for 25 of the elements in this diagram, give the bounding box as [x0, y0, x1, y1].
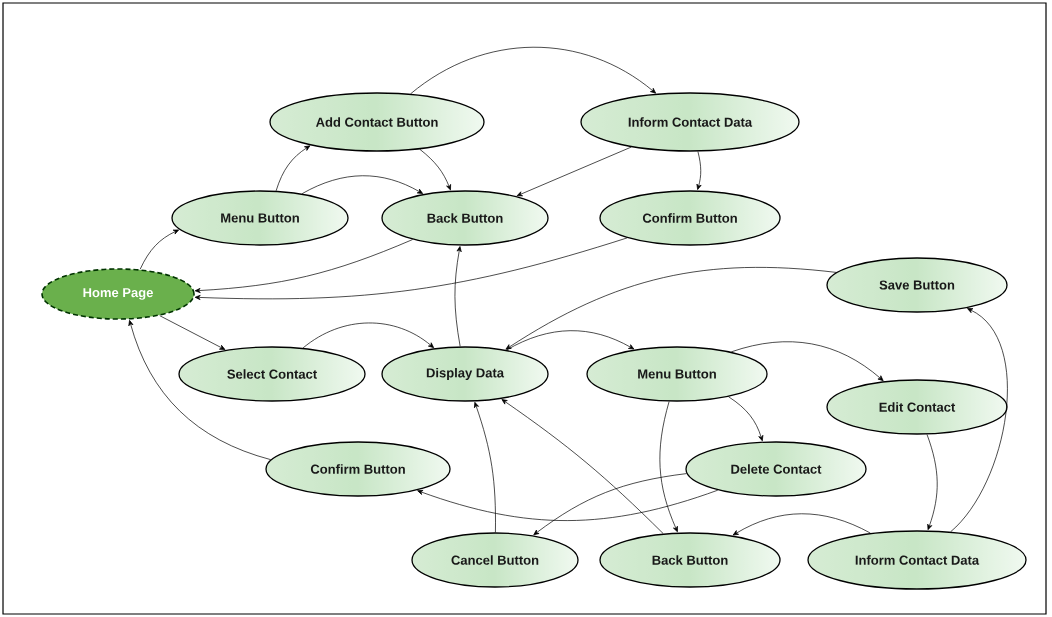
- arrow: [501, 399, 664, 534]
- arrow: [419, 148, 451, 191]
- arrow: [417, 489, 719, 521]
- arrow: [139, 229, 179, 270]
- arrow: [696, 151, 702, 190]
- arrow: [474, 401, 496, 533]
- arrow: [410, 46, 657, 95]
- arrow: [728, 396, 764, 442]
- arrow: [731, 341, 884, 382]
- arrow: [732, 513, 871, 536]
- arrow: [301, 175, 424, 194]
- arrow: [926, 434, 938, 530]
- arrow: [506, 330, 635, 351]
- arrow: [194, 239, 413, 294]
- arrow: [659, 401, 678, 533]
- arrow: [194, 237, 628, 300]
- arrow: [533, 473, 687, 536]
- arrow: [275, 145, 311, 192]
- arrow: [302, 322, 435, 349]
- arrow: [159, 315, 226, 350]
- arrow: [454, 246, 462, 347]
- arrow: [505, 267, 837, 350]
- arrow: [516, 146, 632, 197]
- arrow: [128, 320, 272, 461]
- arrow: [950, 308, 1008, 533]
